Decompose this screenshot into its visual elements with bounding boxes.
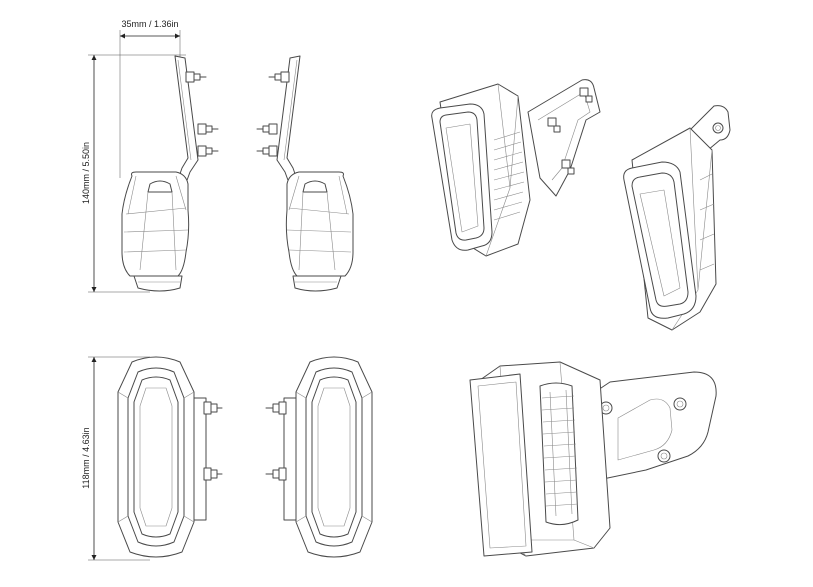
front-view-right	[265, 356, 373, 558]
dimension-side-height: 140mm / 5.50in	[81, 54, 186, 293]
isometric-view-3	[469, 361, 717, 557]
bolt	[265, 401, 287, 415]
side-height-dimension-label: 140mm / 5.50in	[81, 142, 91, 204]
bolt	[256, 123, 278, 135]
isometric-view-1	[431, 79, 601, 257]
isometric-view-2	[623, 105, 731, 331]
bolt	[256, 145, 278, 157]
bolt	[268, 71, 290, 83]
front-view-left	[117, 356, 223, 558]
bolt	[579, 87, 593, 103]
bolt	[185, 71, 207, 83]
bolt	[561, 159, 575, 175]
bolt	[265, 467, 287, 481]
bolt	[197, 123, 219, 135]
bolt	[547, 117, 561, 133]
side-view-right	[256, 55, 354, 292]
width-dimension-label: 35mm / 1.36in	[121, 19, 178, 29]
bolt	[203, 401, 223, 415]
dimension-width: 35mm / 1.36in	[119, 19, 181, 178]
side-view-left	[121, 55, 219, 292]
dimension-front-height: 118mm / 4.63in	[81, 356, 150, 561]
bolt	[197, 145, 219, 157]
front-height-dimension-label: 118mm / 4.63in	[81, 427, 91, 488]
bolt	[203, 467, 223, 481]
